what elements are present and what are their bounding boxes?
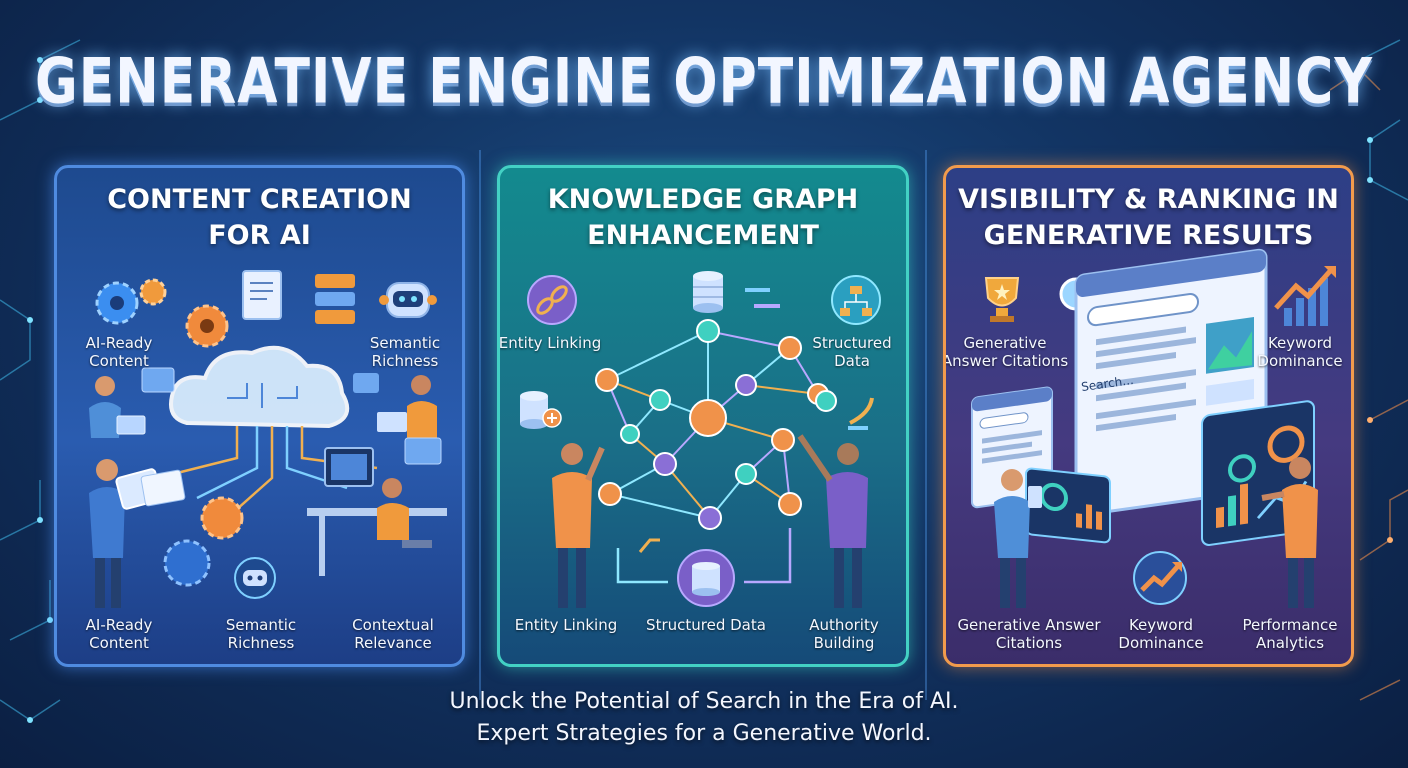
- document-icon: [242, 270, 282, 320]
- growth-chart-icon: [1133, 551, 1187, 605]
- knowledge-graph-illustration: [520, 271, 881, 608]
- trophy-icon: [984, 277, 1020, 322]
- database-icon: [520, 391, 562, 429]
- panel-content-creation: CONTENT CREATION FOR AI: [54, 165, 465, 667]
- bottom-label-contextual: Contextual Relevance: [352, 616, 434, 652]
- panel-knowledge-graph: KNOWLEDGE GRAPH ENHANCEMENT: [497, 165, 909, 667]
- top-label-structured: Structured Data: [812, 334, 892, 370]
- panel-title-line1: CONTENT CREATION: [107, 184, 412, 215]
- database-icon: [693, 271, 723, 313]
- robot-icon: [379, 282, 437, 318]
- panel-title-line2: ENHANCEMENT: [587, 220, 819, 251]
- top-label-entity: Entity Linking: [498, 334, 602, 352]
- tagline: Unlock the Potential of Search in the Er…: [0, 686, 1408, 750]
- cloud-icon: [169, 345, 350, 429]
- bottom-label-semantic: Semantic Richness: [225, 616, 297, 652]
- top-label-ai-ready: AI-Ready Content: [85, 334, 153, 370]
- visibility-ranking-illustration: [971, 248, 1336, 608]
- panel-title: KNOWLEDGE GRAPH ENHANCEMENT: [500, 182, 906, 254]
- gear-icon: [95, 278, 229, 348]
- panel-title: VISIBILITY & RANKING IN GENERATIVE RESUL…: [946, 182, 1351, 254]
- panel-title: CONTENT CREATION FOR AI: [57, 182, 462, 254]
- panel-title-line2: GENERATIVE RESULTS: [983, 220, 1314, 251]
- link-icon: [527, 275, 577, 325]
- top-label-keyword: Keyword Dominance: [1257, 334, 1343, 370]
- tagline-line2: Expert Strategies for a Generative World…: [476, 721, 932, 746]
- page-title: GENERATIVE ENGINE OPTIMIZATION AGENCY: [35, 46, 1373, 118]
- bottom-label-keyword: Keyword Dominance: [1118, 616, 1204, 652]
- bottom-label-citations: Generative Answer Citations: [957, 616, 1101, 652]
- content-creation-illustration: [89, 270, 447, 608]
- panel-title-line1: KNOWLEDGE GRAPH: [547, 184, 859, 215]
- hierarchy-icon: [831, 275, 881, 325]
- growth-chart-icon: [1274, 266, 1336, 326]
- tagline-line1: Unlock the Potential of Search in the Er…: [449, 689, 959, 714]
- top-label-semantic: Semantic Richness: [369, 334, 441, 370]
- panel-title-line2: FOR AI: [208, 220, 311, 251]
- top-label-citations: Generative Answer Citations: [943, 334, 1069, 370]
- bottom-label-authority: Authority Building: [809, 616, 879, 652]
- panel-visibility-ranking: VISIBILITY & RANKING IN GENERATIVE RESUL…: [943, 165, 1354, 667]
- bottom-label-structured: Structured Data: [646, 616, 766, 634]
- robot-icon: [234, 557, 276, 599]
- panel-title-line1: VISIBILITY & RANKING IN: [958, 184, 1339, 215]
- bottom-label-ai-ready: AI-Ready Content: [85, 616, 153, 652]
- bottom-label-performance: Performance Analytics: [1242, 616, 1338, 652]
- bottom-label-entity: Entity Linking: [514, 616, 618, 634]
- database-icon: [677, 549, 735, 607]
